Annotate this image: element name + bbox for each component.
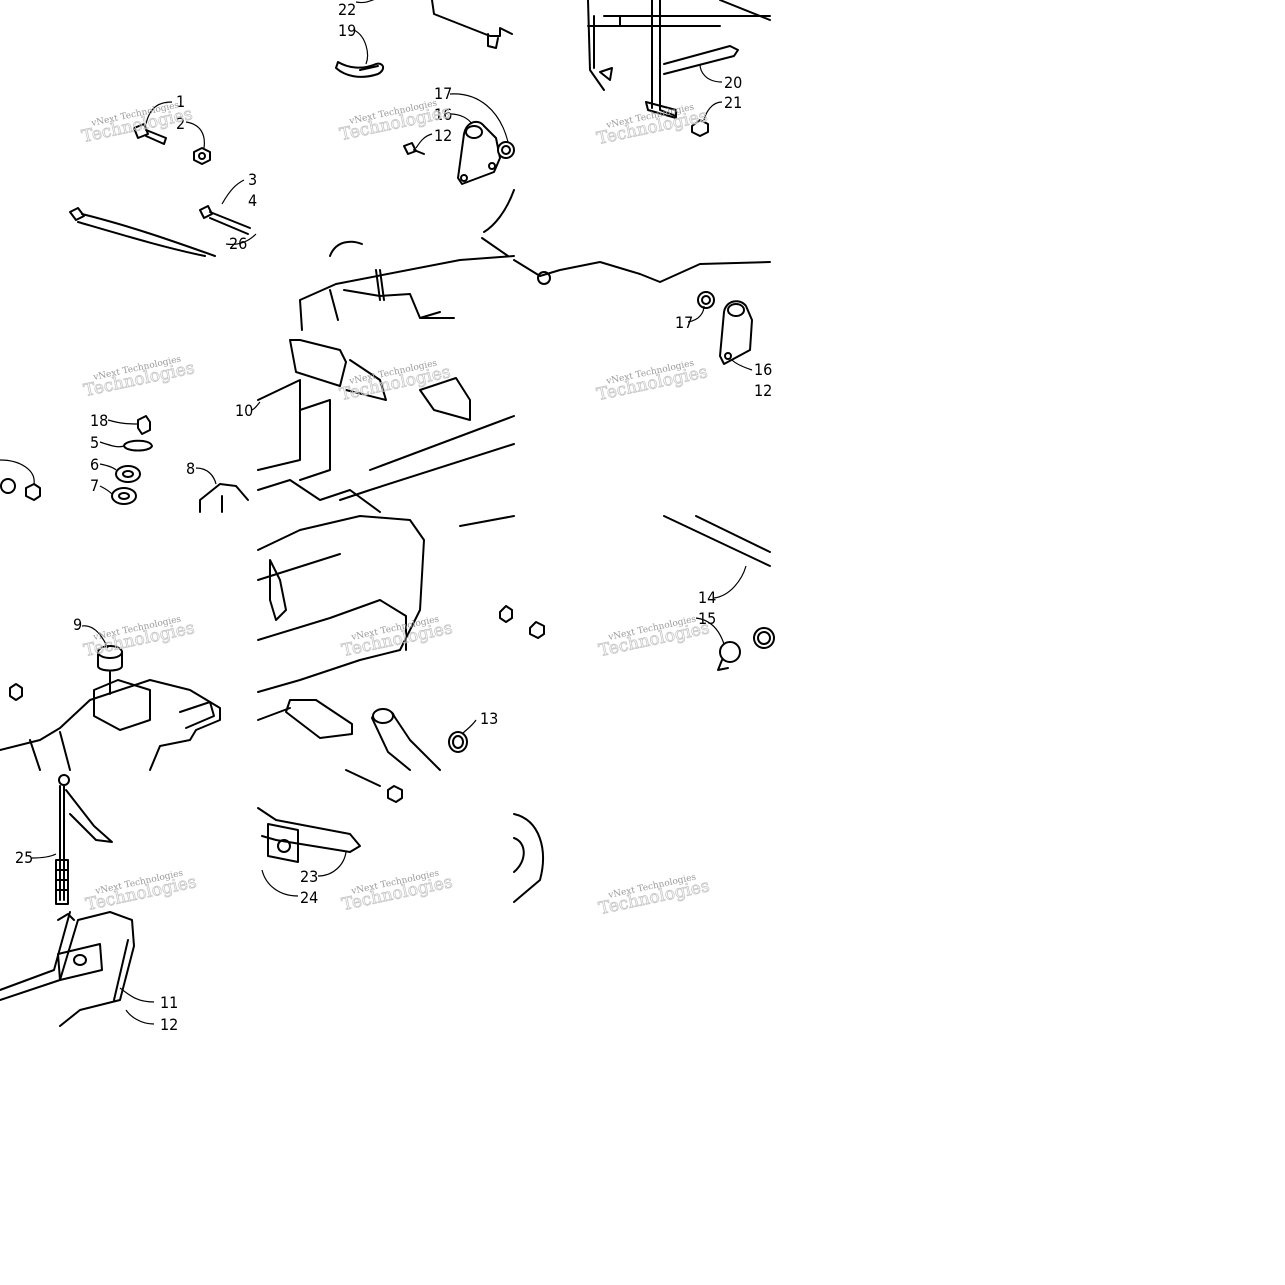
front-tube-part — [69, 207, 216, 257]
tube-end-part — [753, 627, 775, 649]
callout-12c: 12 — [160, 1015, 178, 1034]
bump-stop-part — [97, 645, 123, 672]
right-bushing-part — [697, 291, 715, 309]
hose-part — [371, 708, 441, 771]
watermark-7: vNext Technologies Technologies — [82, 614, 197, 661]
callout-19: 19 — [338, 21, 356, 40]
callout-6: 6 — [90, 455, 99, 474]
callout-18: 18 — [90, 411, 108, 430]
callout-26: 26 — [229, 234, 247, 253]
callout-5: 5 — [90, 433, 99, 452]
hitch-part — [257, 807, 361, 863]
flag-part — [55, 774, 113, 905]
mount-bracket-part — [457, 120, 501, 185]
lower-frame-part — [0, 671, 221, 771]
upper-bracket-part — [431, 0, 513, 49]
callout-22: 22 — [338, 0, 356, 19]
watermark-4: vNext Technologies Technologies — [82, 354, 197, 401]
bearing-part — [111, 465, 141, 505]
callout-23: 23 — [300, 867, 318, 886]
parts-drawing — [0, 0, 775, 1027]
exhaust-tube-part — [663, 515, 771, 567]
callout-11: 11 — [160, 993, 178, 1012]
callout-10: 10 — [235, 401, 253, 420]
watermark-1: vNext Technologies Technologies — [80, 100, 195, 147]
watermark-9: vNext Technologies Technologies — [597, 614, 712, 661]
callout-4: 4 — [248, 191, 257, 210]
snap-ring-part — [123, 439, 153, 452]
callout-2: 2 — [176, 114, 185, 133]
leader-lines — [0, 0, 753, 1025]
watermark-11: vNext Technologies Technologies — [340, 868, 455, 915]
callout-3: 3 — [248, 170, 257, 189]
callout-12a: 12 — [434, 126, 452, 145]
guard-part — [199, 483, 249, 513]
seal-part — [448, 731, 468, 753]
callout-16a: 16 — [434, 105, 452, 124]
nut-part — [193, 147, 211, 165]
front-frame-part — [257, 515, 425, 739]
bushing-part — [497, 141, 515, 159]
watermark-8: vNext Technologies Technologies — [340, 614, 455, 661]
callout-21: 21 — [724, 93, 742, 112]
rack-bolt-part — [691, 119, 709, 137]
rack-arm-part — [663, 45, 739, 75]
small-bolt-part — [403, 142, 425, 155]
callout-14: 14 — [698, 588, 716, 607]
clamp-part — [717, 641, 741, 671]
rear-tube-part — [513, 813, 544, 903]
callout-9: 9 — [73, 615, 82, 634]
strap-part — [335, 61, 384, 78]
callout-25: 25 — [15, 848, 33, 867]
hitch-bolt-part — [345, 769, 403, 803]
frame-tube-part — [329, 189, 515, 257]
callout-15: 15 — [698, 609, 716, 628]
main-frame-part — [257, 255, 515, 513]
watermark-6: vNext Technologies Technologies — [595, 358, 710, 405]
center-bolt-part — [459, 515, 545, 639]
pin-part — [137, 415, 151, 435]
right-bracket-part — [513, 259, 771, 285]
callout-16b: 16 — [754, 360, 772, 379]
callout-17b: 17 — [675, 313, 693, 332]
callout-17a: 17 — [434, 84, 452, 103]
rear-rack-part — [0, 911, 135, 1027]
callout-12b: 12 — [754, 381, 772, 400]
callout-24: 24 — [300, 888, 318, 907]
callout-8: 8 — [186, 459, 195, 478]
watermark-12: vNext Technologies Technologies — [597, 872, 712, 919]
watermark-10: vNext Technologies Technologies — [84, 868, 199, 915]
callout-1: 1 — [176, 92, 185, 111]
callout-20: 20 — [724, 73, 742, 92]
callout-labels: 1 2 3 4 26 22 19 17 16 12 20 21 18 5 6 7… — [15, 0, 772, 1034]
callout-7: 7 — [90, 476, 99, 495]
bolt-part — [133, 123, 167, 145]
right-mount-part — [719, 300, 753, 365]
callout-13: 13 — [480, 709, 498, 728]
rack-part — [587, 0, 771, 119]
long-bolt-part — [199, 205, 251, 235]
